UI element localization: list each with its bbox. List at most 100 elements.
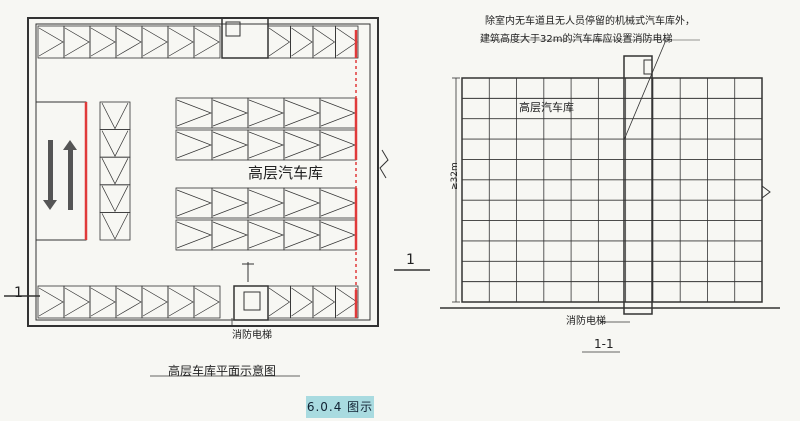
plan-stall-center-2-hatch	[248, 189, 284, 217]
section-inner-label: 高层汽车库	[519, 101, 574, 114]
plan-stall-bottom-right	[290, 285, 314, 319]
section-elevator-label: 消防电梯	[566, 316, 606, 327]
plan-break-line	[379, 149, 389, 179]
plan-stall-center-3	[283, 219, 321, 251]
plan-core-top	[221, 17, 269, 59]
plan-stall-center-3	[211, 219, 249, 251]
section-note-leader	[623, 39, 667, 141]
plan-stall-center-0-hatch	[284, 99, 320, 127]
plan-stall-top-left	[193, 25, 221, 59]
plan-stall-center-1-hatch	[212, 131, 248, 159]
plan-core-top-shaft	[225, 21, 241, 37]
plan-stall-top-left-hatch	[142, 27, 168, 57]
plan-stall-top-left	[63, 25, 91, 59]
plan-stall-top-right-hatch	[268, 27, 291, 57]
plan-stall-center-3-hatch	[176, 221, 212, 249]
plan-stall-bottom-left	[37, 285, 65, 319]
plan-title: 高层车库平面示意图	[168, 364, 277, 378]
plan-center-label: 高层汽车库	[248, 164, 324, 182]
plan-stall-center-1	[319, 129, 357, 161]
plan-stall-center-0	[175, 97, 213, 129]
section-title: 1-1	[594, 337, 614, 351]
plan-stall-left-col-hatch	[101, 185, 129, 213]
section-note-line1: 除室内无车道且无人员停留的机械式汽车库外，	[485, 16, 695, 27]
section-mark-left: 1	[14, 285, 23, 301]
plan-stall-left-col-hatch	[101, 158, 129, 185]
plan-stall-center-1	[211, 129, 249, 161]
plan-stall-bottom-right	[267, 285, 291, 319]
plan-stall-center-1	[175, 129, 213, 161]
section-mark-right: 1	[406, 252, 415, 268]
plan-stall-center-2	[211, 187, 249, 219]
plan-stall-center-2-hatch	[176, 189, 212, 217]
plan-stall-bottom-left-hatch	[142, 287, 168, 317]
plan-stall-center-0	[247, 97, 285, 129]
plan-stall-top-left	[115, 25, 143, 59]
plan-stall-bottom-left	[89, 285, 117, 319]
plan-stall-left-col	[99, 156, 131, 186]
plan-stall-center-3-hatch	[284, 221, 320, 249]
plan-stall-center-1	[247, 129, 285, 161]
plan-stall-top-left-hatch	[38, 27, 64, 57]
plan-stall-bottom-left	[193, 285, 221, 319]
plan-stall-top-left	[89, 25, 117, 59]
plan-stall-center-0	[319, 97, 357, 129]
plan-stall-center-0-hatch	[176, 99, 212, 127]
plan-stall-top-right-hatch	[313, 27, 336, 57]
plan-stall-bottom-left-hatch	[116, 287, 142, 317]
plan-stall-bottom-left	[167, 285, 195, 319]
plan-stall-center-3-hatch	[320, 221, 356, 249]
plan-stall-left-col-hatch	[101, 130, 129, 157]
plan-stall-bottom-left	[141, 285, 169, 319]
plan-stall-left-col	[99, 184, 131, 213]
plan-stall-center-1	[283, 129, 321, 161]
plan-stall-center-3	[175, 219, 213, 251]
plan-stall-top-right-hatch	[291, 27, 313, 57]
plan-stall-top-left-hatch	[168, 27, 194, 57]
plan-stall-bottom-right-hatch	[313, 287, 336, 317]
plan-stall-top-left-hatch	[116, 27, 142, 57]
plan-stall-center-1-hatch	[248, 131, 284, 159]
plan-stall-bottom-left-hatch	[90, 287, 116, 317]
plan-core-bottom-shaft	[243, 291, 261, 311]
plan-stall-bottom-right	[312, 285, 336, 319]
plan-stall-center-3-hatch	[248, 221, 284, 249]
plan-stall-center-0-hatch	[320, 99, 356, 127]
plan-stall-bottom-left-hatch	[194, 287, 220, 317]
plan-stall-bottom-left-hatch	[64, 287, 90, 317]
plan-stall-center-2	[175, 187, 213, 219]
plan-stall-bottom-right-hatch	[336, 287, 358, 317]
plan-stall-center-2-hatch	[212, 189, 248, 217]
plan-stall-top-left-hatch	[64, 27, 90, 57]
plan-stall-center-3	[319, 219, 357, 251]
plan-stall-center-2	[319, 187, 357, 219]
plan-stall-center-3	[247, 219, 285, 251]
plan-stall-center-3-hatch	[212, 221, 248, 249]
plan-stall-top-right	[335, 25, 359, 59]
plan-stall-left-col	[99, 101, 131, 131]
plan-stall-center-0	[211, 97, 249, 129]
plan-stall-center-2	[247, 187, 285, 219]
plan-stall-bottom-right-hatch	[291, 287, 313, 317]
plan-stall-bottom-left	[63, 285, 91, 319]
ramp-arrow-down	[43, 140, 57, 210]
plan-outer-wall	[27, 17, 379, 327]
plan-core-bottom	[233, 285, 269, 321]
plan-stall-left-col-hatch	[101, 102, 129, 130]
plan-stall-top-right	[312, 25, 336, 59]
section-core-top-box	[643, 59, 653, 75]
plan-stall-left-col	[99, 211, 131, 241]
plan-stall-left-col	[99, 129, 131, 158]
plan-stall-bottom-left-hatch	[168, 287, 194, 317]
plan-stall-top-right-hatch	[336, 27, 358, 57]
plan-ramp-area	[35, 101, 87, 241]
plan-stall-bottom-right	[335, 285, 359, 319]
plan-stall-top-right	[267, 25, 291, 59]
plan-stall-bottom-left-hatch	[38, 287, 64, 317]
plan-stall-bottom-right-hatch	[268, 287, 291, 317]
plan-elevator-label: 消防电梯	[232, 330, 272, 341]
section-height-label: ≥32m	[450, 162, 460, 190]
plan-stall-center-2-hatch	[320, 189, 356, 217]
figure-tag: 6.0.4 图示	[306, 396, 374, 418]
